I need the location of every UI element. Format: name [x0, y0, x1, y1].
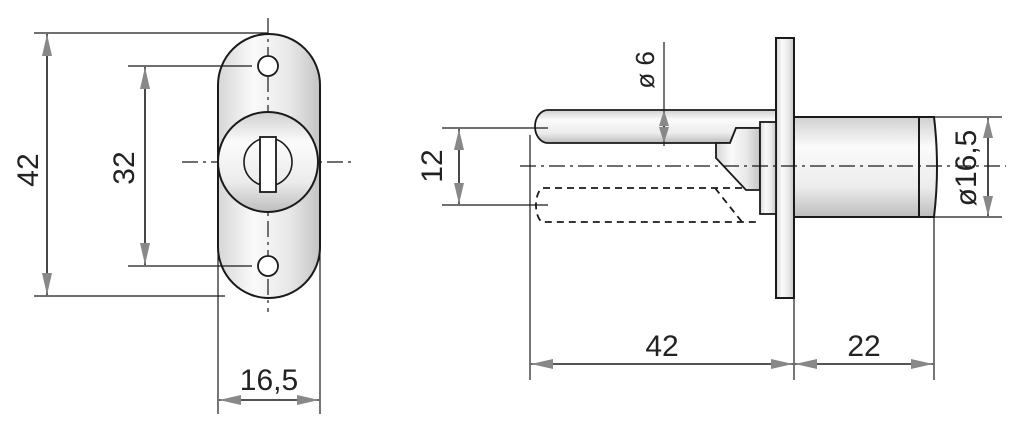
dimension-height-42: 42 [12, 34, 52, 295]
side-view: ø 6 12 42 22 ø16,5 [416, 37, 1006, 380]
inner-washer [759, 121, 777, 215]
dimension-label-height: 42 [12, 153, 45, 186]
flange-plate [775, 37, 795, 299]
dimension-label-body-length: 22 [847, 330, 880, 363]
pin-retracted-position [535, 187, 778, 223]
dimension-hole-spacing-32: 32 [108, 67, 150, 265]
dimension-label-body-diameter: ø16,5 [950, 130, 983, 207]
dimension-label-pin-diameter: ø 6 [630, 51, 660, 89]
dimension-label-pin-travel: 12 [416, 149, 449, 182]
dimension-body-diameter: ø16,5 [950, 118, 993, 216]
dimension-label-hole-spacing: 32 [108, 151, 141, 184]
keyway-slot [259, 136, 277, 193]
dimension-label-width: 16,5 [240, 364, 298, 397]
dimension-pin-diameter: ø 6 [630, 51, 669, 143]
top-mounting-hole [257, 55, 279, 77]
dimension-width-16-5: 16,5 [219, 364, 319, 405]
bottom-mounting-hole [257, 255, 279, 277]
front-view: 42 32 16,5 [12, 18, 352, 414]
dimension-label-pin-length: 42 [645, 330, 678, 363]
dimension-pin-length: 42 [531, 330, 793, 369]
cylinder-end-cap [918, 116, 938, 218]
dimension-body-length: 22 [795, 330, 933, 369]
dimension-pin-travel: 12 [416, 129, 464, 204]
cylinder-body [793, 116, 920, 218]
